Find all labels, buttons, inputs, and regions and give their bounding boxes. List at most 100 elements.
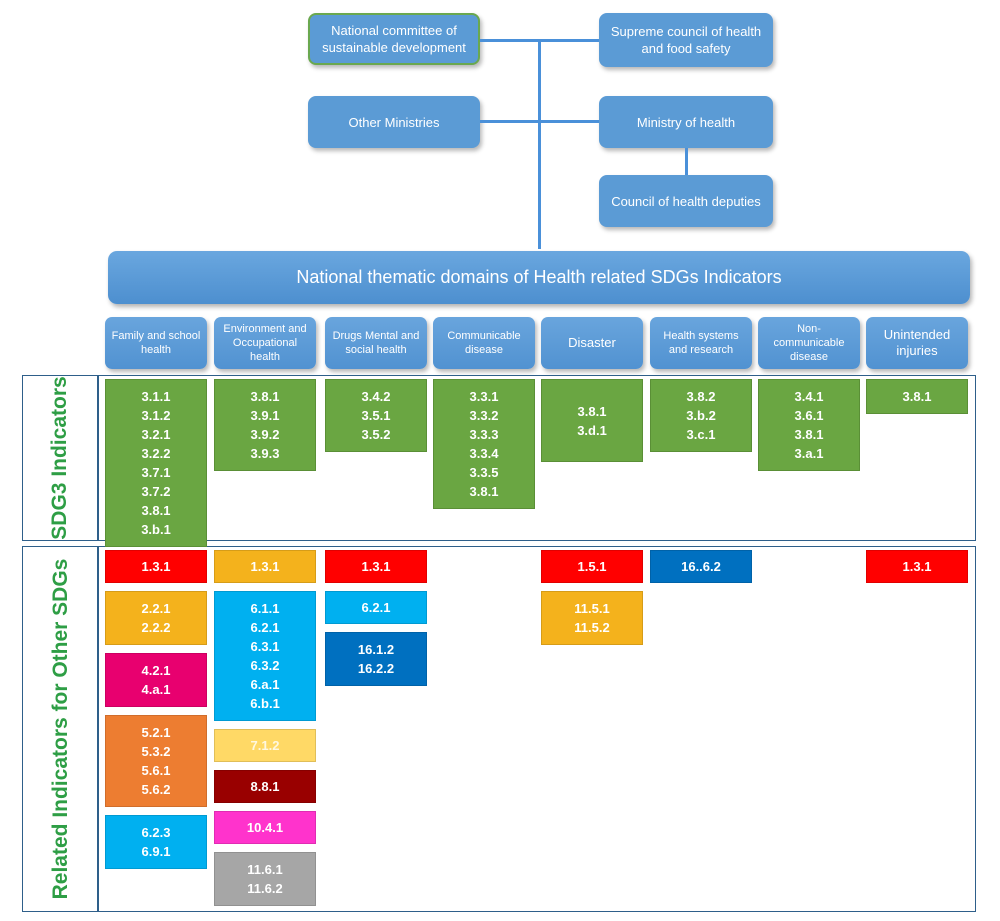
other-ministries-box: Other Ministries [308, 96, 480, 148]
related-indicator-box: 16..6.2 [650, 550, 752, 583]
related-indicator-box: 11.6.1 11.6.2 [214, 852, 316, 906]
indicator-code: 8.8.1 [250, 779, 280, 794]
indicator-code: 11.5.2 [574, 620, 610, 635]
domain-header-label: Unintended injuries [883, 327, 951, 358]
related-indicator-box: 6.2.1 [325, 591, 427, 624]
indicator-code: 6.3.1 [250, 639, 280, 654]
indicator-code: 3.5.1 [361, 408, 391, 423]
committee-box: National committee of sustainable develo… [308, 13, 480, 65]
indicator-code: 6.b.1 [250, 696, 280, 711]
domain-header-non-communicable-disease: Non-communicable disease [758, 317, 860, 369]
indicator-code: 2.2.1 [141, 601, 171, 616]
indicator-code: 3.3.3 [469, 427, 499, 442]
indicator-code: 4.2.1 [141, 663, 171, 678]
other-ministries-label: Other Ministries [348, 114, 440, 130]
domain-header-drugs-mental-and-social-health: Drugs Mental and social health [325, 317, 427, 369]
indicator-code: 6.a.1 [250, 677, 280, 692]
sdg3-indicator-box: 3.8.1 3.d.1 [541, 379, 643, 462]
indicator-code: 6.2.1 [361, 600, 391, 615]
indicator-code: 3.8.1 [250, 389, 280, 404]
indicator-code: 3.8.1 [141, 503, 171, 518]
sdg3-indicator-box: 3.4.2 3.5.1 3.5.2 [325, 379, 427, 452]
domain-header-health-systems-and-research: Health systems and research [650, 317, 752, 369]
indicator-code: 16.1.2 [357, 642, 395, 657]
council-box: Council of health deputies [599, 175, 773, 227]
indicator-code: 5.6.2 [141, 782, 171, 797]
sdg3-section-title: SDG3 Indicators [45, 375, 75, 541]
other-title-text: Related Indicators for Other SDGs [49, 558, 72, 900]
indicator-code: 11.6.1 [247, 862, 283, 877]
indicator-code: 3.2.2 [141, 446, 171, 461]
indicator-code: 3.3.1 [469, 389, 499, 404]
related-indicator-box: 10.4.1 [214, 811, 316, 844]
indicator-code: 3.4.1 [794, 389, 824, 404]
indicator-code: 1.3.1 [361, 559, 391, 574]
related-indicator-box: 7.1.2 [214, 729, 316, 762]
indicator-code: 5.2.1 [141, 725, 171, 740]
domain-header-family-and-school-health: Family and school health [105, 317, 207, 369]
indicator-code: 3.4.2 [361, 389, 391, 404]
indicator-code: 5.6.1 [141, 763, 171, 778]
indicator-code: 1.5.1 [577, 559, 607, 574]
indicator-code: 3.1.2 [141, 408, 171, 423]
sdg3-indicator-box: 3.3.1 3.3.2 3.3.3 3.3.4 3.3.5 3.8.1 [433, 379, 535, 509]
domain-header-label: Health systems and research [663, 330, 739, 356]
supreme-council-label: Supreme council of health and food safet… [610, 24, 762, 56]
indicator-code: 1.3.1 [902, 559, 932, 574]
indicator-code: 3.8.1 [794, 427, 824, 442]
indicator-code: 3.9.3 [250, 446, 280, 461]
indicator-code: 3.8.1 [577, 403, 607, 419]
domain-header-label: Disaster [568, 335, 616, 350]
indicator-code: 3.8.1 [902, 389, 932, 404]
indicator-code: 6.9.1 [141, 844, 171, 859]
indicator-code: 3.d.1 [577, 422, 607, 438]
related-indicator-box: 1.5.1 [541, 550, 643, 583]
related-indicator-box: 5.2.1 5.3.2 5.6.1 5.6.2 [105, 715, 207, 807]
indicator-code: 6.2.1 [250, 620, 280, 635]
indicator-code: 6.1.1 [250, 601, 280, 616]
connector-council [685, 148, 688, 175]
indicator-code: 3.3.4 [469, 446, 499, 461]
indicator-code: 3.3.5 [469, 465, 499, 480]
indicator-code: 6.3.2 [250, 658, 280, 673]
connector-trunk [538, 39, 541, 249]
domain-header-unintended-injuries: Unintended injuries [866, 317, 968, 369]
indicator-code: 10.4.1 [246, 820, 284, 835]
indicator-code: 3.9.2 [250, 427, 280, 442]
indicator-code: 3.3.2 [469, 408, 499, 423]
indicator-code: 3.1.1 [141, 389, 171, 404]
indicator-code: 3.b.2 [686, 408, 716, 423]
indicator-code: 6.2.3 [141, 825, 171, 840]
related-indicator-box: 1.3.1 [214, 550, 316, 583]
banner-title: National thematic domains of Health rela… [296, 267, 782, 287]
domains-banner: National thematic domains of Health rela… [108, 251, 970, 304]
domain-header-label: Family and school health [111, 330, 201, 356]
indicator-code: 3.5.2 [361, 427, 391, 442]
indicator-code: 1.3.1 [141, 559, 171, 574]
indicator-code: 11.5.1 [574, 601, 610, 616]
indicator-code: 7.1.2 [250, 738, 280, 753]
committee-label: National committee of sustainable develo… [322, 23, 466, 55]
domain-header-label: Drugs Mental and social health [332, 330, 420, 356]
indicator-code: 16.2.2 [357, 661, 395, 676]
indicator-code: 11.6.2 [247, 881, 283, 896]
domain-header-label: Communicable disease [447, 330, 521, 356]
related-indicator-box: 8.8.1 [214, 770, 316, 803]
domain-header-communicable-disease: Communicable disease [433, 317, 535, 369]
indicator-code: 16..6.2 [681, 559, 721, 574]
indicator-code: 3.c.1 [686, 427, 716, 442]
indicator-code: 3.b.1 [141, 522, 171, 537]
indicator-code: 3.8.1 [469, 484, 499, 499]
supreme-council-box: Supreme council of health and food safet… [599, 13, 773, 67]
related-indicator-box: 1.3.1 [325, 550, 427, 583]
sdg3-title-text: SDG3 Indicators [48, 376, 71, 540]
domain-header-environment-and-occupational-health: Environment and Occupational health [214, 317, 316, 369]
related-indicator-box: 1.3.1 [105, 550, 207, 583]
indicator-code: 3.7.2 [141, 484, 171, 499]
indicator-code: 5.3.2 [141, 744, 171, 759]
